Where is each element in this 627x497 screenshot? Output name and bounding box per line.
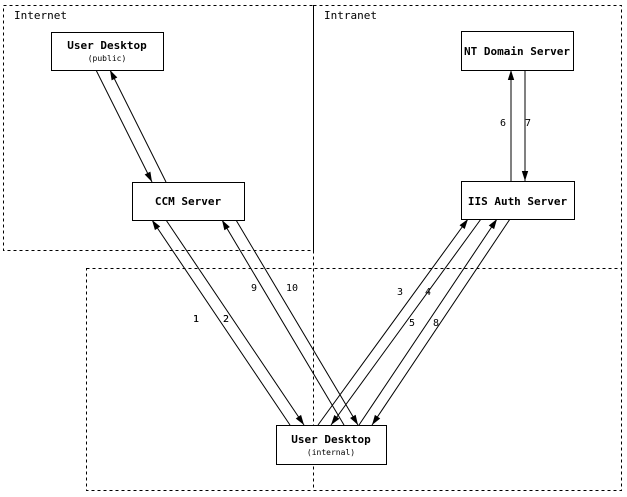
flow-4-iis-to-internal-line xyxy=(330,218,482,426)
flow-9-internal-to-ccm-line xyxy=(221,219,345,426)
node-box-user-desktop-public[interactable] xyxy=(50,31,165,72)
zone-intranet: Intranet xyxy=(313,5,622,491)
node-title-user-desktop-internal: User Desktop xyxy=(291,433,371,446)
flow-4-iis-to-internal xyxy=(330,218,482,426)
node-ccm-server[interactable]: CCM Server xyxy=(131,181,246,222)
flow-10-ccm-to-internal-line xyxy=(235,219,359,426)
flow-5-internal-to-iis-label: 5 xyxy=(409,318,415,329)
flow-6-iis-to-nt-arrowhead xyxy=(507,70,515,80)
node-box-iis-auth-server[interactable] xyxy=(460,180,576,221)
flow-9-internal-to-ccm-arrowhead xyxy=(222,220,230,231)
flow-3-internal-to-iis-line xyxy=(317,218,469,426)
node-title-user-desktop-public: User Desktop xyxy=(67,39,147,52)
flow-10-ccm-to-internal-arrowhead xyxy=(350,414,358,425)
flow-1-internal-to-ccm-arrowhead xyxy=(152,220,161,231)
flow-5-internal-to-iis xyxy=(358,218,498,426)
node-subtitle-user-desktop-public: (public) xyxy=(88,54,127,63)
flow-1-public-to-ccm xyxy=(95,69,153,183)
flow-1-public-to-ccm-arrowhead xyxy=(144,171,152,182)
node-title-iis-auth-server: IIS Auth Server xyxy=(468,195,568,208)
zones-layer: Internet Intranet xyxy=(3,5,622,491)
node-title-nt-domain-server: NT Domain Server xyxy=(464,45,570,58)
flow-2-ccm-to-public xyxy=(109,69,167,183)
zone-internet: Internet xyxy=(3,5,314,251)
flows-layer xyxy=(95,69,529,426)
node-box-user-desktop-internal[interactable] xyxy=(275,424,388,466)
flow-8-iis-to-internal-label: 8 xyxy=(433,318,439,329)
flow-5-internal-to-iis-line xyxy=(358,218,498,426)
flow-7-nt-to-iis-label: 7 xyxy=(525,118,531,129)
node-box-nt-domain-server[interactable] xyxy=(460,30,575,72)
flow-5-internal-to-iis-arrowhead xyxy=(488,219,497,230)
node-nt-domain-server[interactable]: NT Domain Server xyxy=(460,30,575,72)
flow-1-internal-to-ccm-label: 1 xyxy=(193,314,199,325)
node-iis-auth-server[interactable]: IIS Auth Server xyxy=(460,180,576,221)
flow-2-ccm-to-public-line xyxy=(109,69,167,183)
flow-1-public-to-ccm-label: 1 xyxy=(193,314,199,325)
flow-4-iis-to-internal-arrowhead xyxy=(331,415,340,425)
flow-8-iis-to-internal xyxy=(371,218,511,426)
flow-4-iis-to-internal-label: 4 xyxy=(425,287,431,298)
zone-label-internet: Internet xyxy=(14,9,67,22)
node-box-ccm-server[interactable] xyxy=(131,181,246,222)
node-subtitle-user-desktop-internal: (internal) xyxy=(307,448,355,457)
flow-10-ccm-to-internal xyxy=(235,219,359,426)
flow-9-internal-to-ccm xyxy=(221,219,345,426)
flow-1-public-to-ccm-line xyxy=(95,69,153,183)
node-user-desktop-public[interactable]: User Desktop (public) xyxy=(50,31,165,72)
flow-3-internal-to-iis xyxy=(317,218,469,426)
flow-9-internal-to-ccm-label: 9 xyxy=(251,283,257,294)
flow-3-internal-to-iis-label: 3 xyxy=(397,287,403,298)
flow-2-ccm-to-internal-label: 2 xyxy=(223,314,229,325)
flow-8-iis-to-internal-line xyxy=(371,218,511,426)
flow-6-iis-to-nt xyxy=(507,70,515,181)
flow-7-nt-to-iis xyxy=(521,70,529,181)
flow-7-nt-to-iis-arrowhead xyxy=(521,171,529,181)
flow-2-ccm-to-public-label: 2 xyxy=(223,314,229,325)
flow-2-ccm-to-internal-arrowhead xyxy=(295,414,304,425)
node-title-ccm-server: CCM Server xyxy=(155,195,222,208)
flow-10-ccm-to-internal-label: 10 xyxy=(286,283,298,294)
flow-8-iis-to-internal-arrowhead xyxy=(372,414,381,425)
flow-2-ccm-to-internal-line xyxy=(165,219,305,426)
flow-1-internal-to-ccm-line xyxy=(151,219,291,426)
flow-3-internal-to-iis-arrowhead xyxy=(459,219,468,229)
zone-label-intranet: Intranet xyxy=(324,9,377,22)
node-user-desktop-internal[interactable]: User Desktop (internal) xyxy=(275,424,388,466)
flow-6-iis-to-nt-label: 6 xyxy=(500,118,506,129)
flow-2-ccm-to-internal xyxy=(165,219,305,426)
nodes-layer: User Desktop (public) CCM Server NT Domain … xyxy=(50,30,576,466)
zone-boundary-intranet xyxy=(313,5,622,491)
flow-2-ccm-to-public-arrowhead xyxy=(110,70,118,81)
flow-1-internal-to-ccm xyxy=(151,219,291,426)
zone-boundary-internet xyxy=(3,5,314,251)
